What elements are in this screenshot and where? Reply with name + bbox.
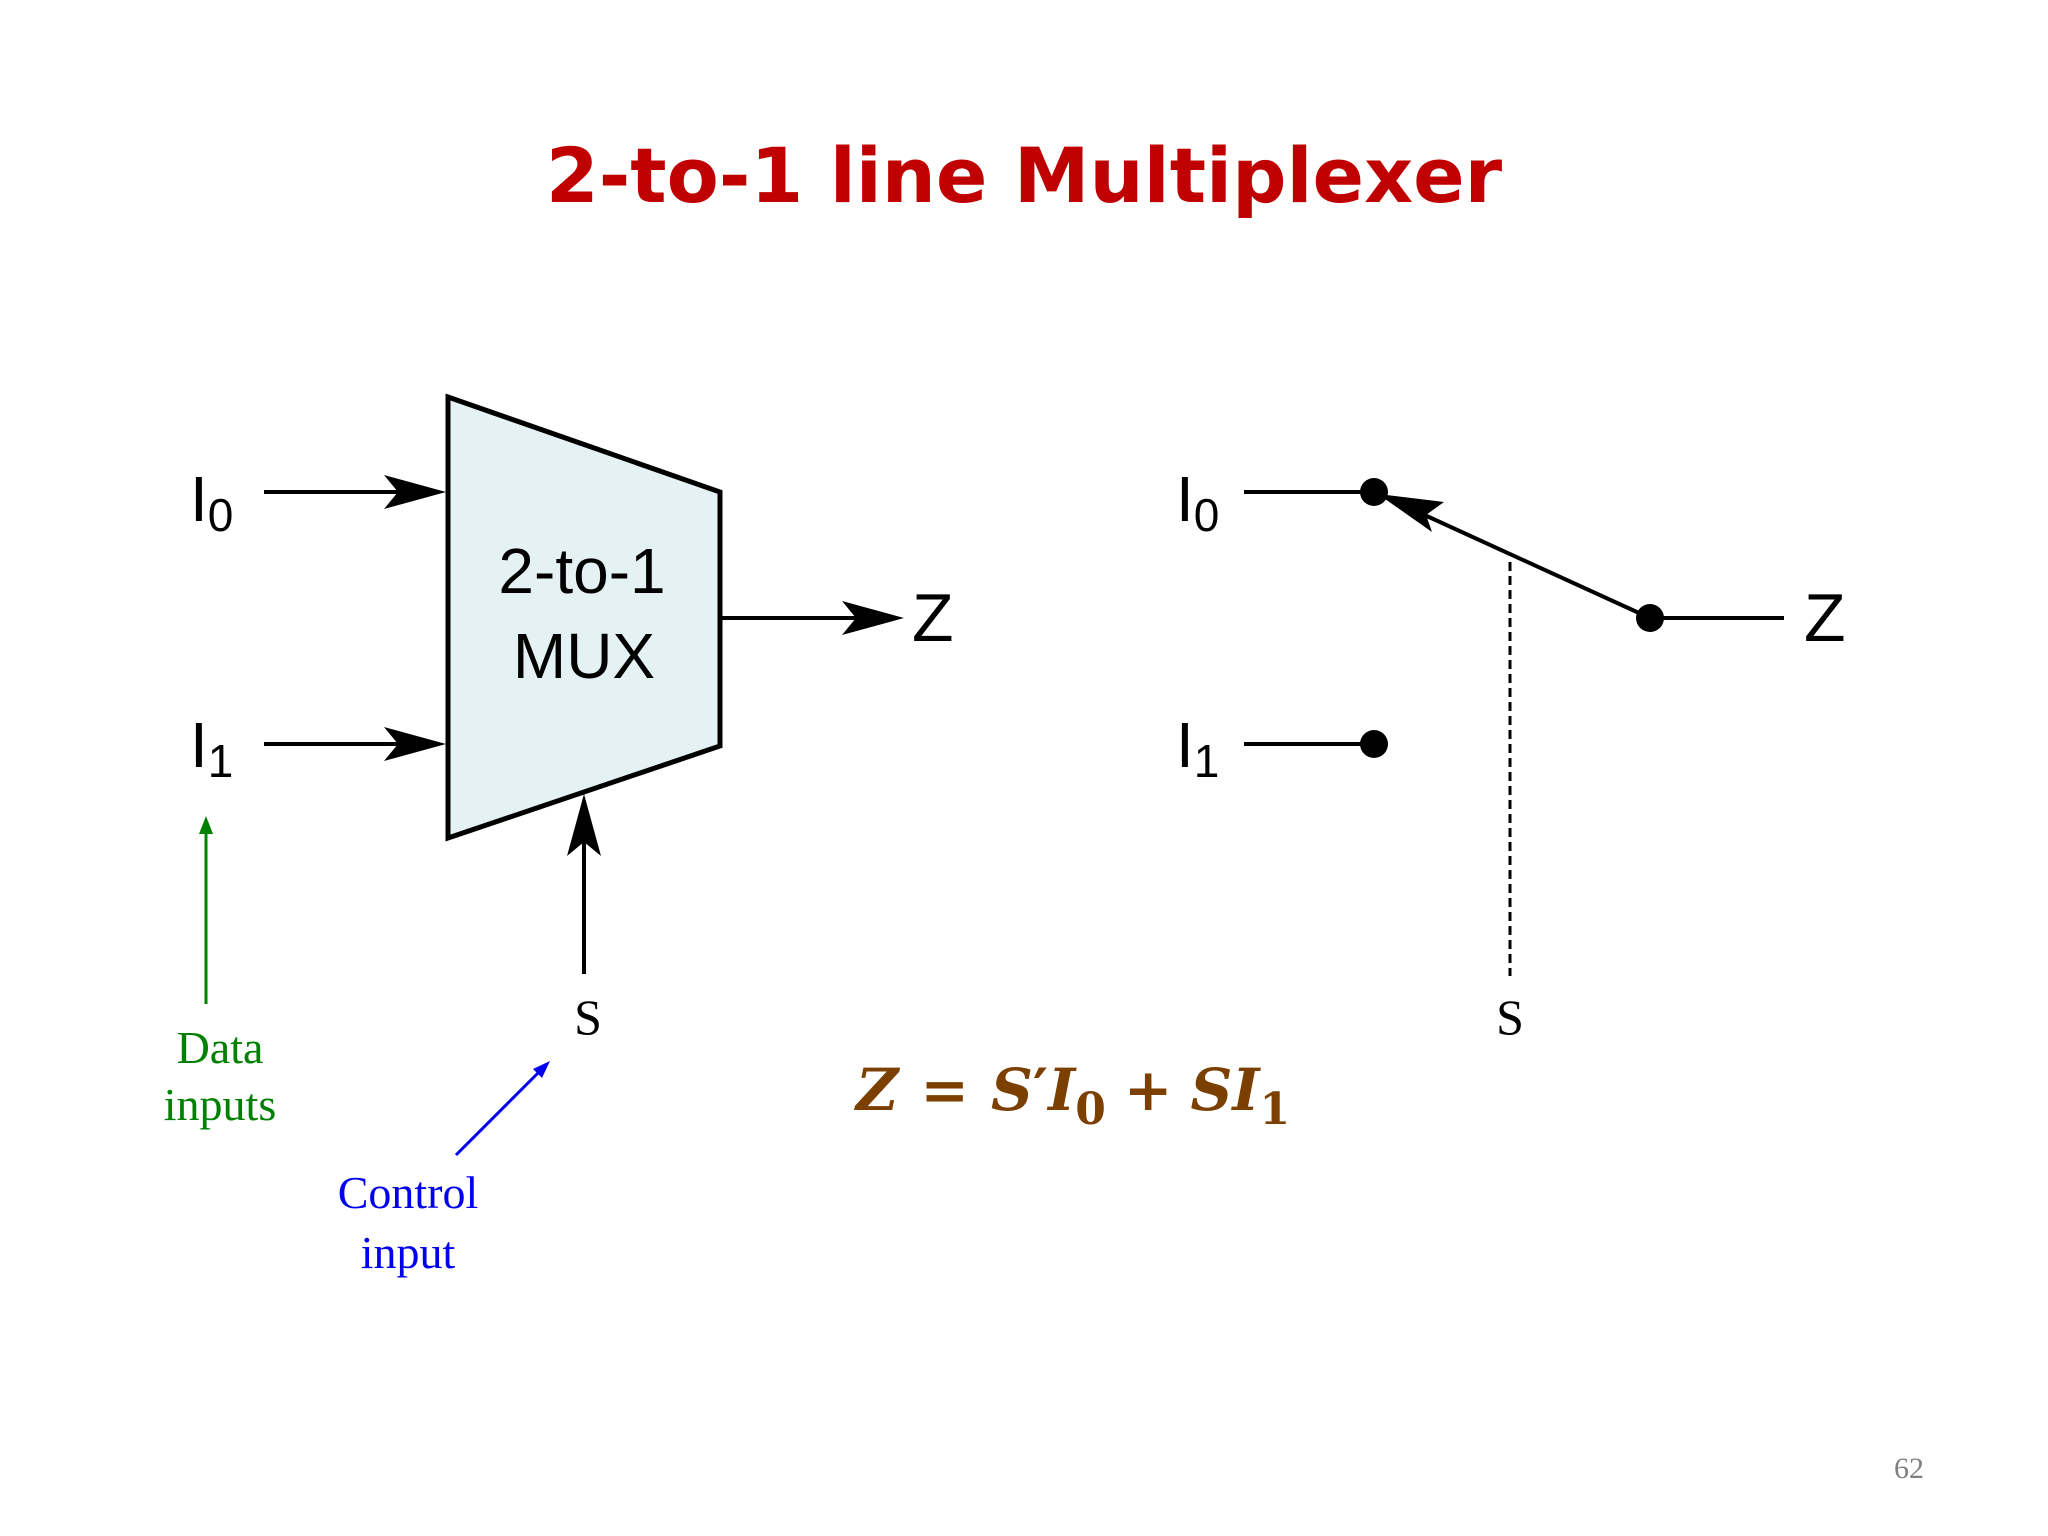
data-inputs-label-line2: inputs	[164, 1079, 276, 1130]
data-inputs-label-line1: Data	[177, 1022, 264, 1073]
mux-input-i0-label: I0	[190, 463, 233, 541]
mux-block: 2-to-1 MUX	[445, 393, 723, 842]
boolean-equation: Z=S′I0+SI1	[854, 1056, 1290, 1135]
mux-output-z: Z	[722, 580, 954, 656]
switch-output-label: Z	[1804, 580, 1846, 656]
mux-select-label: S	[574, 989, 602, 1045]
control-input-label-line2: input	[361, 1227, 456, 1278]
mux-input-i1-label: I1	[190, 709, 233, 787]
mux-input-i0-arrowhead	[384, 475, 446, 509]
mux-input-i0: I0	[190, 463, 446, 541]
switch-input-i0-label: I0	[1176, 463, 1219, 541]
control-input-annotation: Control input	[338, 1061, 550, 1278]
mux-label-line1: 2-to-1	[498, 535, 665, 607]
mux-input-i1-arrowhead	[384, 727, 446, 761]
switch-contact-i1	[1360, 730, 1388, 758]
switch-model: I0 I1 Z S	[1176, 463, 1846, 1045]
mux-output-label: Z	[912, 580, 954, 656]
page-number: 62	[1894, 1452, 1924, 1485]
mux-select-arrowhead	[567, 794, 601, 856]
switch-lever-arrowhead	[1378, 494, 1444, 532]
mux-input-i1: I1	[190, 709, 446, 787]
mux-trapezoid-body	[445, 393, 723, 842]
mux-output-arrowhead	[842, 601, 904, 635]
slide-title: 2-to-1 line Multiplexer	[545, 131, 1503, 220]
switch-select-label: S	[1496, 989, 1524, 1045]
control-input-label-line1: Control	[338, 1167, 479, 1218]
data-inputs-annotation: Data inputs	[164, 816, 276, 1130]
data-inputs-arrowhead	[199, 816, 213, 834]
mux-label-line2: MUX	[513, 620, 655, 692]
control-input-arrow	[454, 1067, 544, 1157]
switch-lever	[1417, 510, 1651, 620]
mux-select-s: S	[567, 794, 602, 1045]
switch-input-i1-label: I1	[1176, 709, 1219, 787]
control-input-arrowhead	[533, 1061, 550, 1078]
switch-contact-i0	[1360, 478, 1388, 506]
